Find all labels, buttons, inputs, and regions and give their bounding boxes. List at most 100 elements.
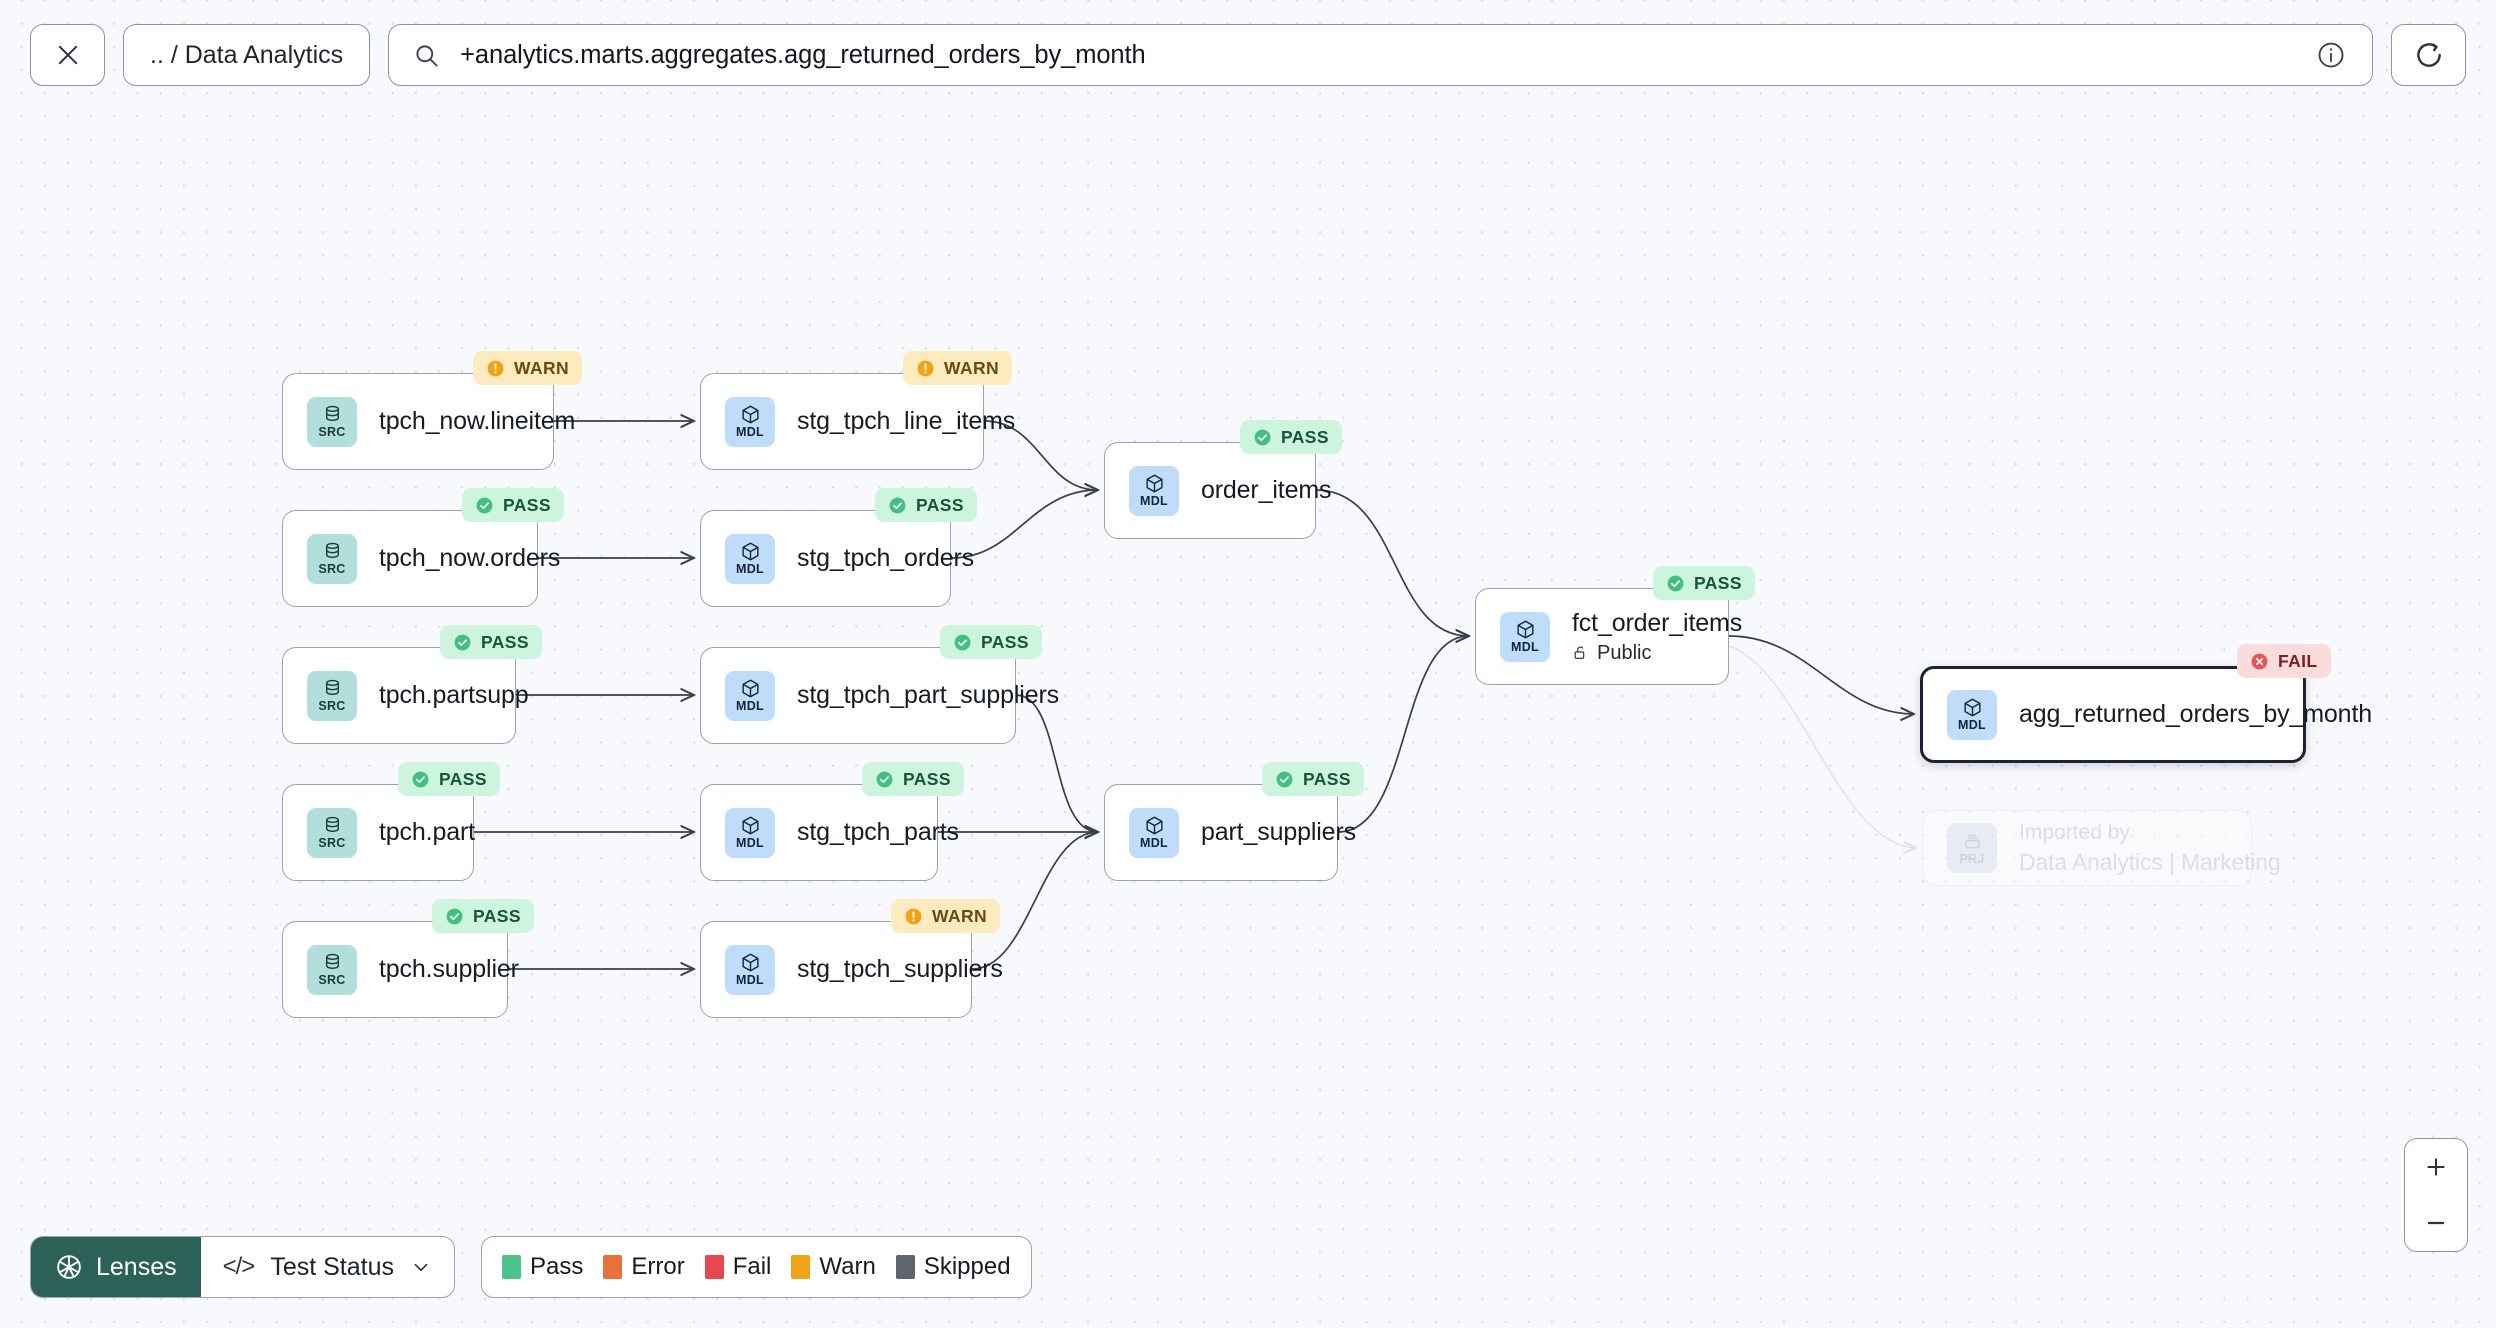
status-badge-label: PASS bbox=[903, 768, 951, 789]
graph-node-stg_tpch_orders[interactable]: MDL stg_tpch_orders bbox=[700, 510, 975, 607]
node-kind-badge-prj: PRJ bbox=[1947, 823, 1997, 873]
test-status-dropdown[interactable]: </> Test Status bbox=[201, 1237, 454, 1297]
status-badge-pass[interactable]: PASS bbox=[1262, 762, 1364, 796]
legend-label: Pass bbox=[530, 1253, 584, 1280]
refresh-button[interactable] bbox=[2391, 24, 2466, 86]
legend-label: Error bbox=[631, 1253, 685, 1280]
imported-by-label: Imported by bbox=[2019, 820, 2130, 844]
node-label: tpch_now.orders bbox=[379, 544, 561, 572]
node-visibility: Public bbox=[1572, 642, 1728, 665]
status-badge-pass[interactable]: PASS bbox=[440, 625, 542, 659]
status-badge-pass[interactable]: PASS bbox=[940, 625, 1042, 659]
code-icon: </> bbox=[222, 1253, 256, 1280]
cube-icon bbox=[1145, 474, 1163, 493]
status-badge-pass[interactable]: PASS bbox=[1240, 420, 1342, 454]
node-label: tpch.part bbox=[379, 818, 475, 846]
pass-check-icon bbox=[1276, 771, 1293, 787]
node-kind-label: MDL bbox=[1958, 718, 1986, 732]
node-body: agg_returned_orders_by_month bbox=[2019, 700, 2372, 729]
legend-swatch bbox=[791, 1255, 811, 1279]
node-label: fct_order_items bbox=[1572, 608, 1743, 637]
node-kind-label: SRC bbox=[318, 973, 346, 987]
cube-icon bbox=[741, 405, 759, 424]
status-badge-warn[interactable]: WARN bbox=[891, 899, 1001, 933]
node-kind-label: MDL bbox=[736, 562, 764, 576]
status-legend: Pass Error Fail Warn Skipped bbox=[481, 1236, 1032, 1298]
node-label: stg_tpch_orders bbox=[797, 544, 975, 572]
status-badge-label: WARN bbox=[514, 357, 570, 378]
info-icon[interactable] bbox=[2316, 40, 2346, 70]
status-badge-label: PASS bbox=[473, 905, 521, 926]
search-icon bbox=[416, 44, 438, 67]
pass-check-icon bbox=[876, 771, 893, 787]
node-kind-badge-src: SRC bbox=[307, 944, 357, 995]
legend-label: Warn bbox=[819, 1253, 876, 1280]
legend-item-pass[interactable]: Pass bbox=[502, 1253, 583, 1281]
graph-node-imported-by-project[interactable]: PRJ Imported by Data Analytics | Marketing bbox=[1922, 810, 2281, 886]
graph-node-agg_returned_orders_by_month[interactable]: MDL agg_returned_orders_by_month bbox=[1920, 666, 2372, 763]
status-badge-pass[interactable]: PASS bbox=[875, 488, 977, 522]
project-icon bbox=[1964, 834, 1980, 848]
node-kind-badge-src: SRC bbox=[307, 396, 357, 447]
unlock-icon bbox=[1574, 646, 1585, 659]
status-badge-pass[interactable]: PASS bbox=[432, 899, 534, 933]
status-badge-pass[interactable]: PASS bbox=[862, 762, 964, 796]
status-badge-warn[interactable]: WARN bbox=[473, 351, 583, 385]
pass-check-icon bbox=[1254, 429, 1271, 445]
cube-icon bbox=[1145, 816, 1163, 835]
node-kind-badge-mdl: MDL bbox=[725, 533, 775, 584]
breadcrumb[interactable]: .. / Data Analytics bbox=[123, 24, 371, 86]
close-button[interactable] bbox=[30, 24, 105, 86]
legend-swatch bbox=[502, 1255, 521, 1279]
legend-swatch bbox=[603, 1255, 623, 1279]
minus-icon bbox=[2427, 1221, 2445, 1225]
aperture-icon bbox=[57, 1255, 81, 1279]
search-input[interactable]: +analytics.marts.aggregates.agg_returned… bbox=[388, 24, 2373, 86]
zoom-out-button[interactable] bbox=[2405, 1195, 2467, 1251]
status-badge-label: PASS bbox=[439, 768, 487, 789]
status-badge-pass[interactable]: PASS bbox=[398, 762, 500, 796]
fail-x-icon bbox=[2251, 653, 2268, 669]
legend-label: Fail bbox=[732, 1253, 772, 1280]
legend-swatch bbox=[704, 1255, 724, 1279]
lenses-label: Lenses bbox=[96, 1252, 177, 1281]
node-kind-label: MDL bbox=[736, 699, 764, 713]
lens-group: Lenses </> Test Status bbox=[30, 1236, 455, 1298]
zoom-in-button[interactable] bbox=[2405, 1139, 2467, 1195]
graph-node-tpch_now_lineitem[interactable]: SRC tpch_now.lineitem bbox=[282, 373, 575, 470]
status-badge-fail[interactable]: FAIL bbox=[2237, 644, 2331, 678]
cube-icon bbox=[741, 816, 759, 835]
cube-icon bbox=[1963, 698, 1981, 717]
cube-icon bbox=[741, 953, 759, 972]
node-body: tpch_now.lineitem bbox=[379, 407, 575, 436]
lenses-button[interactable]: Lenses bbox=[31, 1237, 201, 1297]
status-badge-label: PASS bbox=[1281, 426, 1329, 447]
status-badge-label: WARN bbox=[932, 905, 988, 926]
node-label: tpch.supplier bbox=[379, 955, 519, 983]
node-label: Data Analytics | Marketing bbox=[2019, 848, 2281, 875]
legend-item-error[interactable]: Error bbox=[603, 1253, 685, 1281]
status-badge-pass[interactable]: PASS bbox=[462, 488, 564, 522]
node-kind-badge-mdl: MDL bbox=[725, 670, 775, 721]
status-badge-pass[interactable]: PASS bbox=[1653, 566, 1755, 600]
graph-node-tpch_supplier[interactable]: SRC tpch.supplier bbox=[282, 921, 519, 1018]
legend-item-skipped[interactable]: Skipped bbox=[895, 1253, 1011, 1281]
status-badge-warn[interactable]: WARN bbox=[903, 351, 1013, 385]
node-kind-label: MDL bbox=[1511, 640, 1539, 654]
legend-item-fail[interactable]: Fail bbox=[704, 1253, 772, 1281]
node-kind-label: MDL bbox=[1140, 836, 1168, 850]
close-icon bbox=[58, 45, 77, 65]
legend-item-warn[interactable]: Warn bbox=[791, 1253, 876, 1281]
